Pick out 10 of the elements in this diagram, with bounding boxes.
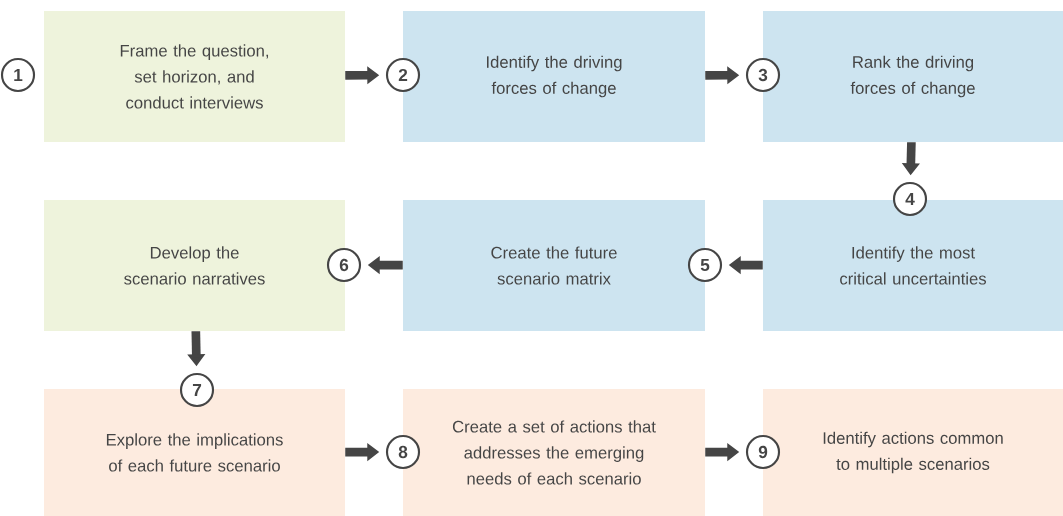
step-number: 5	[687, 247, 723, 283]
step-box: Frame the question, set horizon, and conduct interviews	[44, 11, 345, 142]
step-number: 6	[326, 247, 362, 283]
step-number: 3	[745, 57, 781, 93]
step-number: 4	[892, 181, 928, 217]
step-number: 9	[745, 434, 781, 470]
step-number: 2	[385, 57, 421, 93]
step-number: 7	[179, 372, 215, 408]
step-number: 1	[0, 57, 36, 93]
step-number: 8	[385, 434, 421, 470]
